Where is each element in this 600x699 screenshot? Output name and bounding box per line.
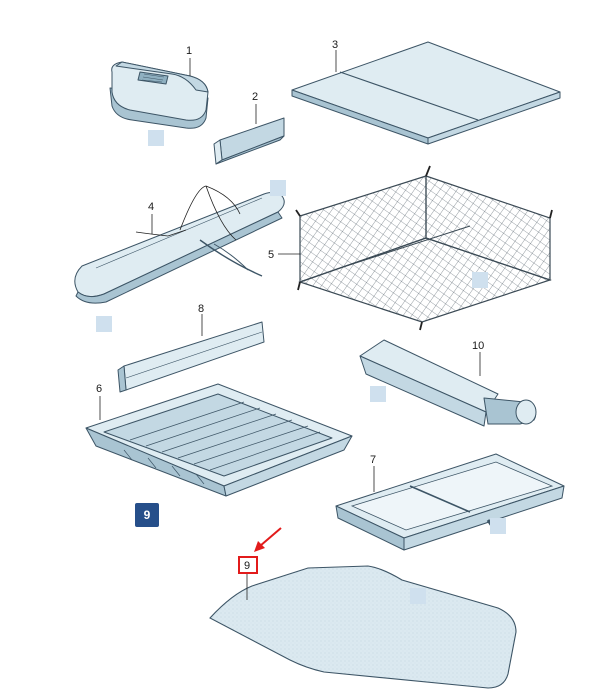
callout-7: 7 [370, 454, 376, 466]
part-9-floor-mat [209, 565, 517, 689]
callout-1: 1 [186, 45, 192, 57]
part-7-compartment-insert [335, 453, 565, 551]
reference-square [370, 386, 386, 402]
selected-part-badge-label: 9 [144, 508, 151, 522]
callout-4: 4 [148, 201, 154, 213]
callout-3: 3 [332, 39, 338, 51]
reference-square [148, 130, 164, 146]
callout-8: 8 [198, 303, 204, 315]
reference-square [472, 272, 488, 288]
reference-square [490, 518, 506, 534]
callout-9: 9 [244, 560, 250, 572]
part-4-ski-bag [74, 185, 285, 304]
part-1-storage-box [109, 61, 209, 129]
callout-10: 10 [472, 340, 484, 352]
part-5-cargo-net [295, 165, 553, 331]
callout-5: 5 [268, 249, 274, 261]
part-3-floor-cover [291, 41, 561, 145]
highlight-arrow [254, 527, 282, 552]
reference-square [96, 316, 112, 332]
part-6-trunk-tray [85, 383, 353, 497]
part-10-roller-cover [359, 339, 537, 427]
reference-square [410, 588, 426, 604]
leader-lines [99, 50, 481, 600]
reference-square [270, 180, 286, 196]
highlight-box [238, 556, 258, 574]
callout-6: 6 [96, 383, 102, 395]
part-8-trim-strip [117, 321, 265, 393]
selected-part-badge[interactable] [135, 503, 159, 527]
part-2-wedge [213, 117, 285, 165]
callout-2: 2 [252, 91, 258, 103]
